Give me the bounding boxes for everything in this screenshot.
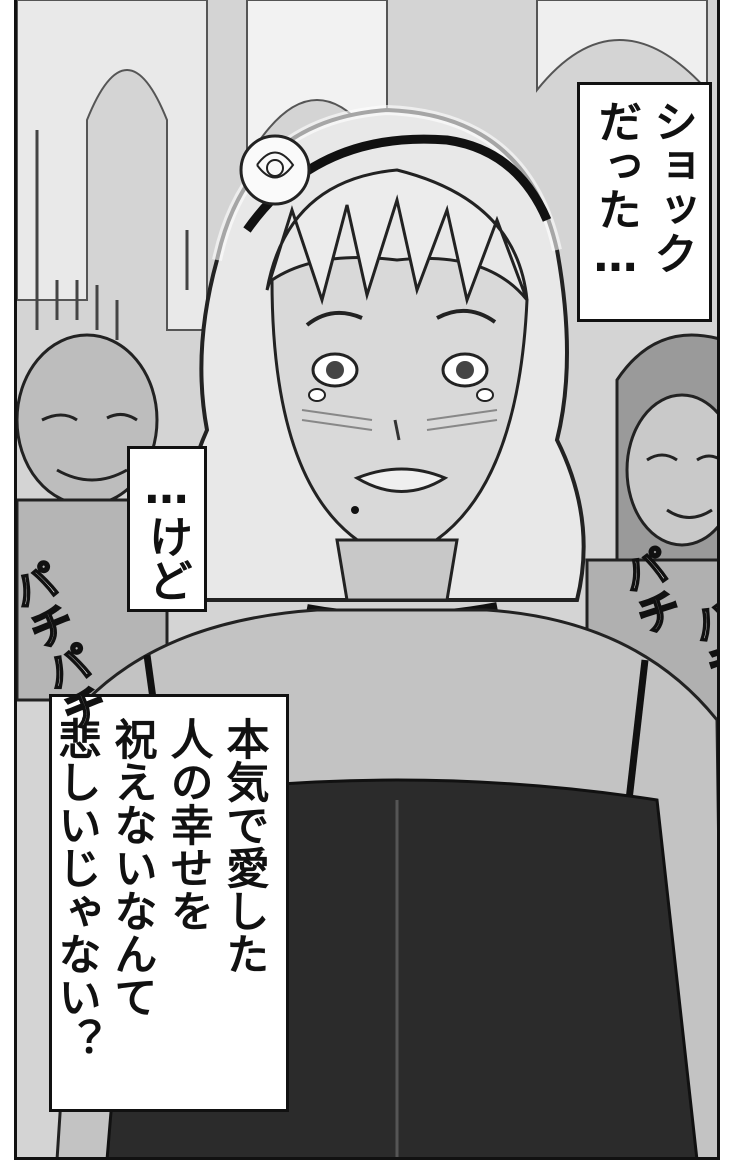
lips [353, 467, 449, 493]
flower-hair-accessory-icon [239, 134, 311, 206]
arched-window-left [17, 0, 208, 331]
blush [301, 409, 498, 431]
beauty-mark [351, 506, 359, 514]
face [270, 256, 529, 562]
caption-line: 悲しいじゃない？ [51, 717, 101, 1061]
tear-left-icon [308, 388, 326, 402]
caption-line: だった… [590, 99, 641, 282]
caption-line: 本気で愛した [219, 717, 269, 975]
caption-line: 祝えないなんて [107, 717, 157, 1018]
caption-line: ショック [646, 99, 697, 275]
caption-line: 人の幸せを [163, 717, 213, 932]
manga-panel: ショック だった… …けど 本気で愛した 人の幸せを 祝えないなんて 悲しいじゃ… [14, 0, 720, 1160]
caption-kedo: …けど [127, 446, 207, 612]
tear-right-icon [476, 388, 494, 402]
caption-main: 本気で愛した 人の幸せを 祝えないなんて 悲しいじゃない？ [49, 694, 289, 1112]
caption-shock: ショック だった… [577, 82, 712, 322]
caption-line: …けど [141, 463, 192, 602]
candelabra [35, 130, 189, 340]
